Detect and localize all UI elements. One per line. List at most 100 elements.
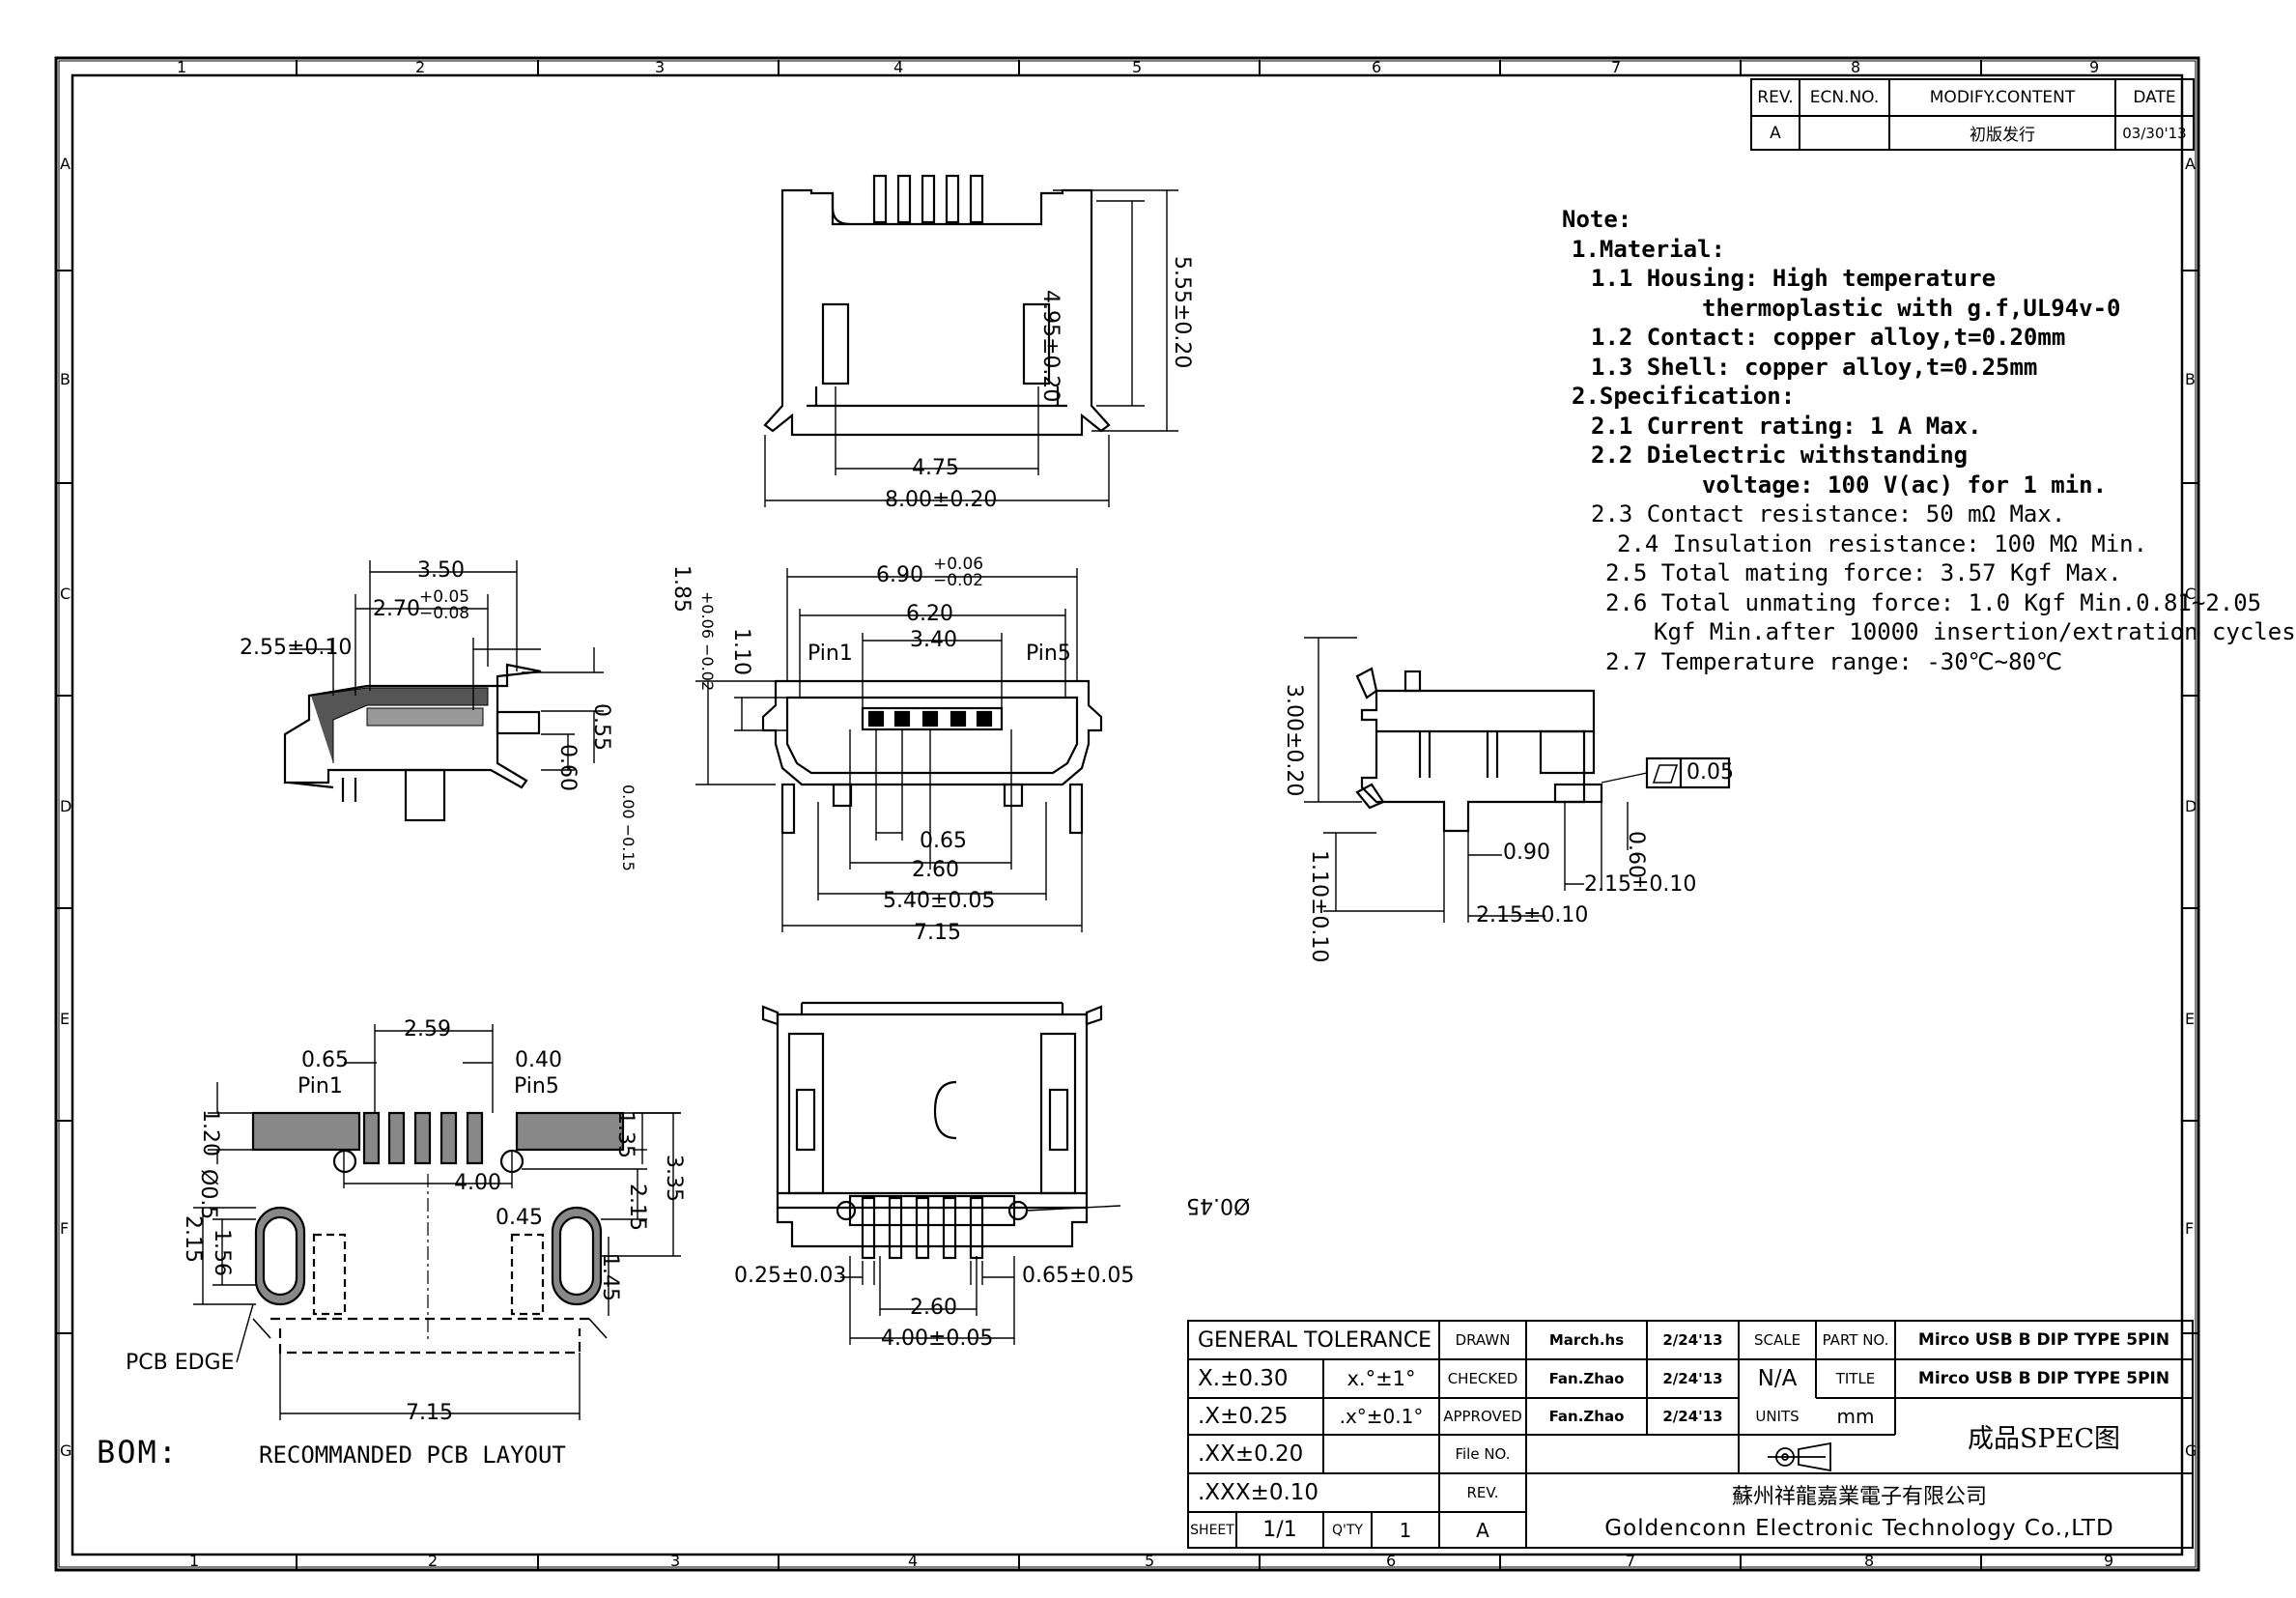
zone-row-g-right: G <box>2185 1441 2197 1460</box>
zone-row-a: A <box>60 155 71 173</box>
approved-date: 2/24'13 <box>1662 1408 1723 1425</box>
dim-040: 0.40 <box>515 1048 562 1072</box>
zone-col-4-bottom: 4 <box>908 1552 919 1570</box>
pcb-layout-dims <box>193 1024 681 1420</box>
dim-110-front: 1.10 <box>729 628 753 675</box>
revision-table <box>1750 78 2195 151</box>
modify-content-value: 初版发行 <box>1970 126 2035 145</box>
dim-145: 1.45 <box>598 1254 622 1301</box>
zone-col-7: 7 <box>1611 58 1622 76</box>
bom-label: BOM: <box>97 1434 180 1470</box>
dim-phi045: Ø0.45 <box>1186 1193 1251 1217</box>
note-line: 1.1 Housing: High temperature <box>1591 265 1997 292</box>
rev-value: A <box>1770 123 1781 143</box>
dim-156: 1.56 <box>210 1229 234 1276</box>
note-line: thermoplastic with g.f,UL94v-0 <box>1702 294 2121 322</box>
scale-label: SCALE <box>1753 1331 1801 1349</box>
tol-xx-1: .X±0.25 <box>1198 1404 1289 1429</box>
note-line: 2.Specification: <box>1572 383 1796 410</box>
dim-215-right-a: 2.15±0.10 <box>1584 872 1697 897</box>
dim-065-front: 0.65 <box>920 829 967 853</box>
dim-300: 3.00±0.20 <box>1282 684 1306 797</box>
dim-400-bottom: 4.00±0.05 <box>881 1327 994 1351</box>
tol-deg-1: x.°±1° <box>1346 1367 1416 1390</box>
tol-xx-2: .XX±0.20 <box>1198 1441 1304 1467</box>
notes-heading: Note: <box>1562 206 1632 233</box>
scale-value: N/A <box>1757 1366 1798 1391</box>
dim-185: 1.85 <box>669 565 694 613</box>
note-line: Kgf Min.after 10000 insertion/extration … <box>1654 618 2296 645</box>
pin1-pcb-label: Pin1 <box>298 1074 343 1099</box>
zone-col-8-bottom: 8 <box>1864 1552 1875 1570</box>
note-line: 2.1 Current rating: 1 A Max. <box>1591 412 1982 440</box>
zone-col-7-bottom: 7 <box>1626 1552 1636 1570</box>
dim-055-tol: 0.00 −0.15 <box>619 785 638 871</box>
dim-215-right-b: 2.15±0.10 <box>1476 903 1589 927</box>
zone-row-e-right: E <box>2185 1010 2196 1028</box>
part-no-value: Mirco USB B DIP TYPE 5PIN <box>1917 1330 2170 1350</box>
zone-col-1: 1 <box>177 58 187 76</box>
zone-row-f-right: F <box>2185 1219 2195 1238</box>
zone-row-e: E <box>60 1010 71 1028</box>
checked-name: Fan.Zhao <box>1548 1370 1625 1387</box>
rev-label: REV. <box>1466 1484 1499 1501</box>
dim-340: 3.40 <box>910 628 957 652</box>
zone-row-d: D <box>60 797 72 815</box>
right-side-view <box>1355 667 1731 833</box>
dim-065-bottom: 0.65±0.05 <box>1022 1264 1135 1288</box>
tol-x: X.±0.30 <box>1198 1366 1289 1391</box>
pin1-label: Pin1 <box>808 642 853 666</box>
rev-value: A <box>1476 1518 1489 1542</box>
left-side-view <box>283 663 542 822</box>
dim-060-left: 0.60 <box>555 744 580 791</box>
zone-col-3: 3 <box>655 58 666 76</box>
bottom-view <box>761 1001 1103 1260</box>
dim-400-pcb: 4.00 <box>454 1171 501 1195</box>
dim-259: 2.59 <box>404 1017 451 1042</box>
units-value: mm <box>1836 1405 1875 1428</box>
units-label: UNITS <box>1755 1408 1800 1425</box>
zone-col-8: 8 <box>1851 58 1861 76</box>
note-line: 1.3 Shell: copper alloy,t=0.25mm <box>1591 353 2038 381</box>
qty-label: Q'TY <box>1332 1522 1363 1538</box>
date-value: 03/30'13 <box>2122 124 2187 142</box>
dim-690: 6.90 <box>876 563 923 587</box>
part-no-label: PART NO. <box>1822 1331 1889 1349</box>
tol-deg-2: .x°±0.1° <box>1339 1405 1424 1428</box>
tol-xxx: .XXX±0.10 <box>1198 1480 1319 1505</box>
front-view <box>761 679 1103 835</box>
note-line: 2.3 Contact resistance: 50 mΩ Max. <box>1591 500 2066 528</box>
projection-symbol <box>1768 1441 1831 1472</box>
dim-phi05: Ø0.5 <box>196 1169 220 1220</box>
zone-row-a-right: A <box>2185 155 2196 173</box>
zone-col-6: 6 <box>1372 58 1382 76</box>
zone-col-9: 9 <box>2089 58 2100 76</box>
bottom-view-dims <box>840 1205 1121 1345</box>
dim-065-pcb: 0.65 <box>301 1048 349 1072</box>
dim-215-pcb-left: 2.15 <box>181 1215 205 1263</box>
drawing-title: 成品SPEC图 <box>1967 1423 2121 1454</box>
dim-540: 5.40±0.05 <box>883 889 996 913</box>
zone-row-c: C <box>60 585 71 603</box>
zone-col-6-bottom: 6 <box>1386 1552 1397 1570</box>
dim-800: 8.00±0.20 <box>885 488 998 512</box>
dim-045: 0.45 <box>496 1206 543 1230</box>
sheet-label: SHEET <box>1190 1522 1234 1538</box>
zone-row-b: B <box>60 370 71 388</box>
dim-185-tol: +0.06 −0.02 <box>698 591 717 692</box>
title-block-grid <box>1187 1320 2194 1549</box>
dim-620: 6.20 <box>906 602 953 626</box>
dim-025: 0.25±0.03 <box>734 1264 847 1288</box>
dim-055: 0.55 <box>589 703 613 751</box>
zone-row-f: F <box>60 1219 70 1238</box>
dim-120: 1.20 <box>198 1109 222 1156</box>
zone-col-5-bottom: 5 <box>1145 1552 1155 1570</box>
dim-135: 1.35 <box>613 1111 638 1158</box>
title-label: TITLE <box>1835 1370 1876 1387</box>
zone-row-b-right: B <box>2185 370 2196 388</box>
ecn-header: ECN.NO. <box>1809 88 1880 107</box>
zone-col-2: 2 <box>415 58 426 76</box>
rev-header: REV. <box>1757 88 1794 107</box>
title-value: Mirco USB B DIP TYPE 5PIN <box>1917 1369 2170 1388</box>
note-line: 1.2 Contact: copper alloy,t=0.20mm <box>1591 324 2066 351</box>
